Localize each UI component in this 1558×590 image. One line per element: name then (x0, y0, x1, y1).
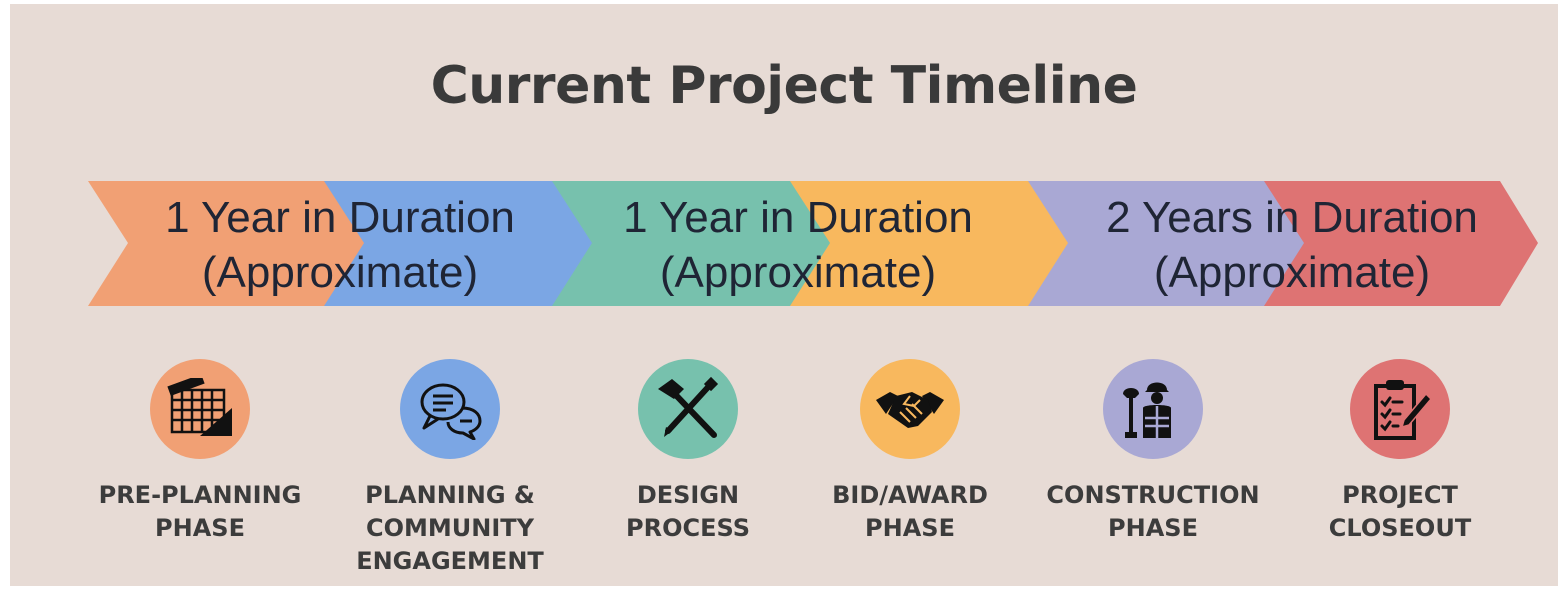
timeline-infographic: Current Project Timeline 1 Year in Durat… (10, 4, 1558, 586)
chevron-timeline-bar (88, 181, 1538, 306)
phase-bid-award-circle (860, 359, 960, 459)
chevron-design (552, 181, 852, 306)
chevron-construction (1028, 181, 1340, 306)
phase-design-label: DESIGN PROCESS (626, 481, 750, 542)
duration-2-line2: (Approximate) (659, 248, 937, 297)
phase-closeout: PROJECT CLOSEOUT (1285, 359, 1515, 545)
construction-worker-icon (1123, 382, 1171, 438)
phase-design: DESIGN PROCESS (573, 359, 803, 545)
duration-label-3: 2 Years in Duration (Approximate) (1082, 190, 1502, 300)
phase-design-circle (638, 359, 738, 459)
phase-closeout-label: PROJECT CLOSEOUT (1328, 481, 1472, 542)
phase-bid-award: BID/AWARD PHASE (795, 359, 1025, 545)
phase-construction: CONSTRUCTION PHASE (1038, 359, 1268, 545)
phase-construction-circle (1103, 359, 1203, 459)
chevron-pre-planning (88, 181, 388, 306)
duration-3-line1: 2 Years in Duration (1106, 193, 1478, 242)
handshake-icon (876, 392, 944, 428)
page-title: Current Project Timeline (430, 56, 1138, 116)
chevron-planning (324, 181, 594, 306)
phase-pre-planning-circle (150, 359, 250, 459)
phase-bid-award-label: BID/AWARD PHASE (832, 481, 988, 542)
phase-pre-planning: PRE-PLANNING PHASE (85, 359, 315, 545)
chevron-bid-award (790, 181, 1070, 306)
hammer-pencil-icon (658, 376, 719, 438)
phase-construction-label: CONSTRUCTION PHASE (1046, 481, 1260, 542)
chat-bubbles-icon (420, 383, 482, 440)
phase-planning: PLANNING & COMMUNITY ENGAGEMENT (335, 359, 565, 578)
duration-1-line1: 1 Year in Duration (165, 193, 515, 242)
chevron-closeout (1264, 181, 1538, 306)
clipboard-checklist-icon (1374, 380, 1432, 440)
phase-pre-planning-label: PRE-PLANNING PHASE (98, 481, 302, 542)
duration-label-1: 1 Year in Duration (Approximate) (140, 190, 540, 300)
duration-2-line1: 1 Year in Duration (623, 193, 973, 242)
phase-planning-label: PLANNING & COMMUNITY ENGAGEMENT (356, 481, 544, 575)
duration-label-2: 1 Year in Duration (Approximate) (598, 190, 998, 300)
duration-1-line2: (Approximate) (201, 248, 479, 297)
phase-planning-circle (400, 359, 500, 459)
duration-3-line2: (Approximate) (1153, 248, 1431, 297)
phase-closeout-circle (1350, 359, 1450, 459)
blueprint-icon (167, 378, 232, 436)
